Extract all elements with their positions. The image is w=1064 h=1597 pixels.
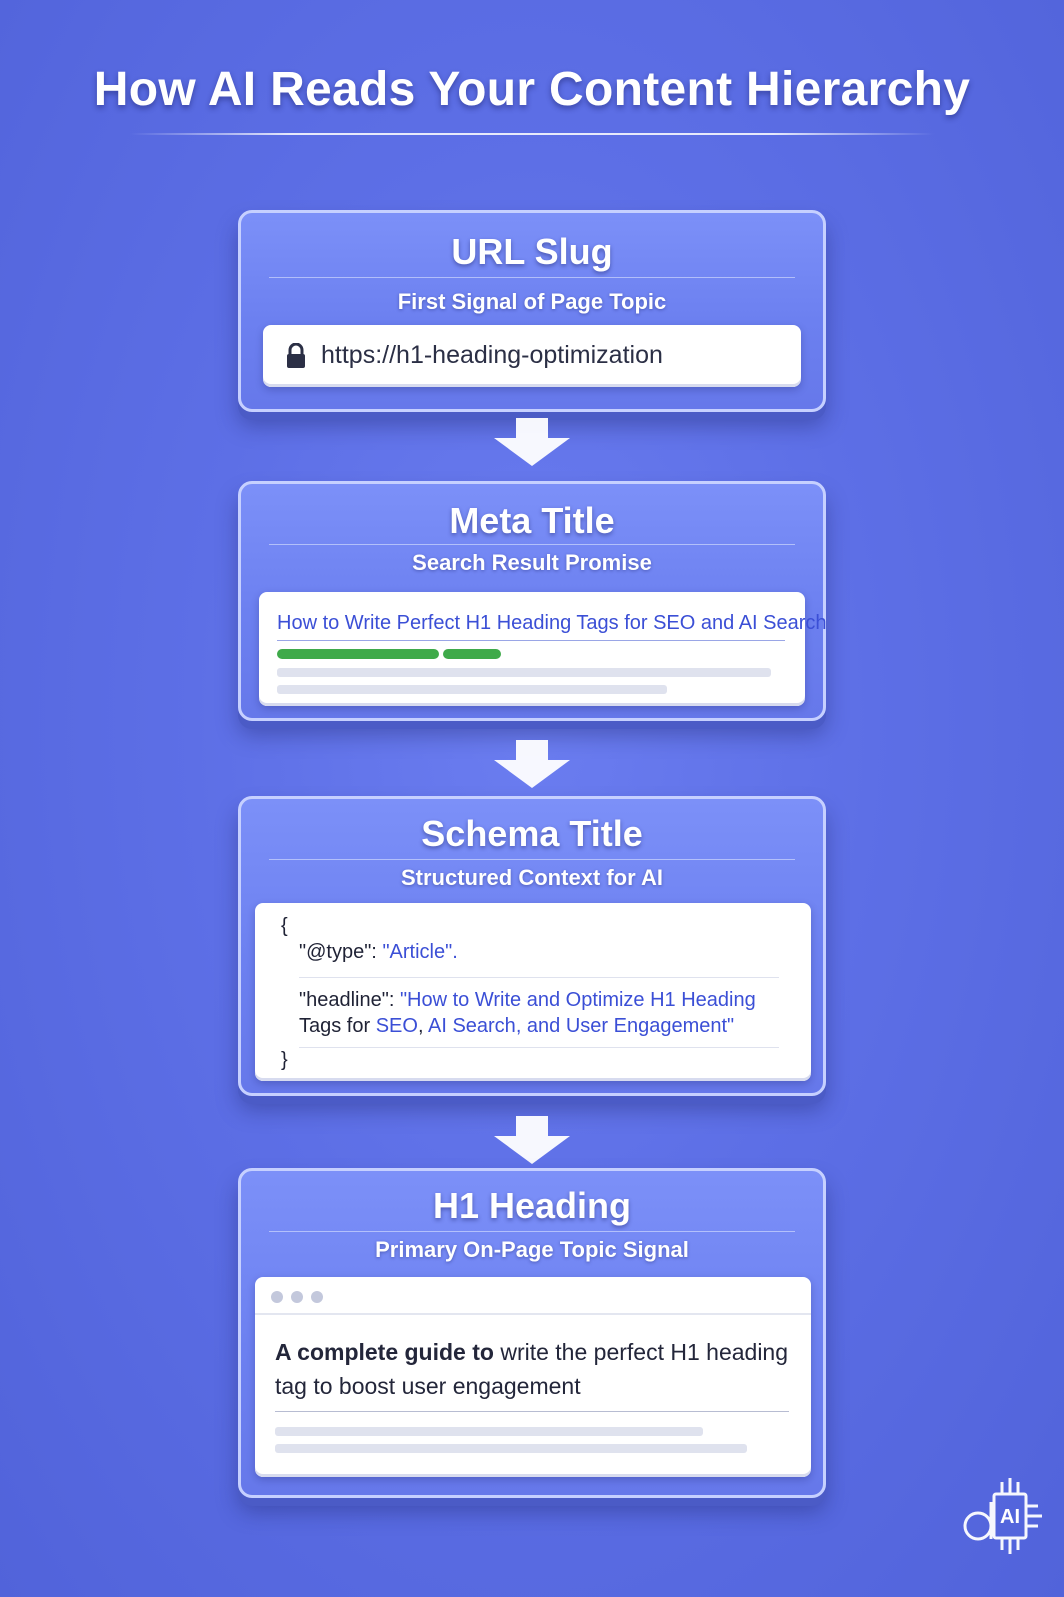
card-title-schema-title: Schema Title — [421, 813, 643, 854]
window-dot — [311, 1291, 323, 1303]
card-title-h1-heading: H1 Heading — [432, 1185, 632, 1226]
card-subtitle-h1-heading: Primary On-Page Topic Signal — [375, 1237, 689, 1262]
close-brace: } — [281, 1049, 288, 1071]
card-title-url-slug: URL Slug — [451, 231, 613, 272]
schema-headline-line-2: Tags for SEO, AI Search, and User Engage… — [299, 1015, 734, 1038]
headline-ai-search: AI Search — [427, 1015, 516, 1037]
lock-icon — [287, 343, 305, 368]
placeholder-line — [277, 668, 771, 677]
arrow-down-icon — [494, 740, 570, 788]
headline-value: "How to Write and Optimize H1 Heading — [399, 989, 756, 1011]
schema-headline-line: "headline": "How to Write and Optimize H… — [299, 989, 756, 1012]
brand-logo-text: AI — [1000, 1506, 1020, 1528]
card-subtitle-schema-title: Structured Context for AI — [401, 865, 663, 890]
headline-end: , and User Engagement" — [515, 1015, 735, 1037]
headline-key: "headline": — [299, 989, 395, 1011]
schema-code-block: { "@type": "Article". "headline": "How t… — [255, 903, 811, 1081]
card-divider — [269, 859, 795, 860]
placeholder-line — [277, 685, 667, 694]
h1-text-rest: write the perfect H1 heading tag to boos… — [275, 1339, 789, 1399]
link-underline — [277, 640, 785, 641]
page-title: How AI Reads Your Content Hierarchy — [93, 63, 971, 116]
headline-comma: , — [417, 1015, 424, 1037]
window-dot — [291, 1291, 303, 1303]
green-bar — [443, 649, 501, 659]
green-bar — [277, 649, 439, 659]
placeholder-line — [275, 1427, 703, 1436]
arrow-down-icon — [494, 418, 570, 466]
title-underline — [130, 133, 934, 135]
card-divider — [269, 1231, 795, 1232]
meta-title-card: Meta Title Search Result Promise How to … — [238, 481, 827, 721]
schema-title-card: Schema Title Structured Context for AI {… — [238, 796, 826, 1096]
card-divider — [269, 277, 795, 278]
browser-preview: A complete guide to write the perfect H1… — [255, 1277, 811, 1477]
headline-seo: SEO — [375, 1015, 418, 1037]
search-result-link: How to Write Perfect H1 Heading Tags for… — [277, 612, 827, 634]
placeholder-line — [275, 1444, 747, 1453]
h1-underline — [275, 1411, 789, 1412]
schema-type-line: "@type": "Article". — [299, 941, 458, 964]
brand-logo-icon: AI — [963, 1478, 1042, 1554]
headline-prefix: Tags for — [299, 1015, 371, 1037]
card-subtitle-url-slug: First Signal of Page Topic — [397, 289, 667, 314]
card-subtitle-meta-title: Search Result Promise — [412, 550, 652, 575]
url-bar: https://h1-heading-optimization — [263, 325, 801, 387]
window-dot — [271, 1291, 283, 1303]
h1-heading-card: H1 Heading Primary On-Page Topic Signal … — [238, 1168, 826, 1498]
search-result-preview: How to Write Perfect H1 Heading Tags for… — [259, 592, 827, 706]
browser-bar-divider — [255, 1313, 811, 1315]
h1-text: A complete guide to write the perfect H1… — [275, 1335, 795, 1403]
card-title-meta-title: Meta Title — [449, 500, 615, 541]
type-key: "@type": — [299, 941, 377, 963]
type-value: "Article". — [382, 941, 458, 963]
url-text: https://h1-heading-optimization — [321, 341, 663, 369]
url-slug-card: URL Slug First Signal of Page Topic http… — [238, 210, 826, 412]
h1-text-bold: A complete guide to — [275, 1339, 494, 1365]
code-divider — [299, 977, 779, 978]
open-brace: { — [281, 915, 288, 937]
arrow-down-icon — [494, 1116, 570, 1164]
code-divider — [299, 1047, 779, 1048]
card-divider — [269, 544, 795, 545]
